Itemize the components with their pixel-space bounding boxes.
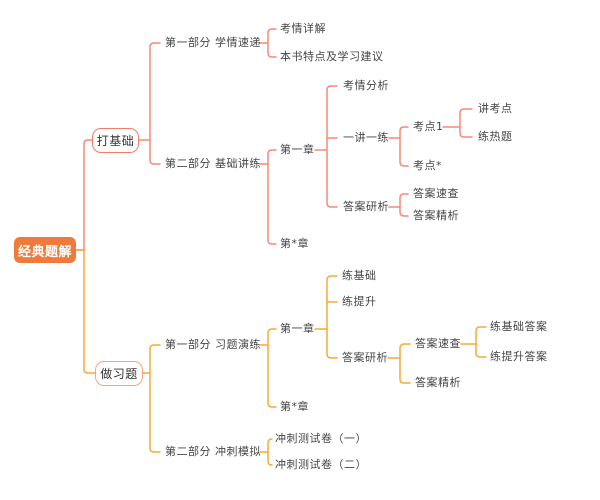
node-explain-testpoint[interactable]: 讲考点 (478, 102, 513, 115)
node-part2-basic-training[interactable]: 第二部分 基础讲练 (165, 157, 261, 170)
node-practice-basic[interactable]: 练基础 (342, 269, 377, 282)
node-testpoint-1[interactable]: 考点1 (413, 120, 444, 133)
node-exam-detail[interactable]: 考情详解 (280, 22, 326, 35)
node-lecture-practice[interactable]: 一讲一练 (343, 131, 389, 144)
node-sprint-test-2[interactable]: 冲刺测试卷（二） (275, 458, 367, 471)
node-exercises[interactable]: 做习题 (95, 361, 143, 386)
node-answer-quickcheck-top[interactable]: 答案速查 (413, 187, 459, 200)
node-part2-sprint-mock[interactable]: 第二部分 冲刺模拟 (165, 445, 261, 458)
node-answer-analysis-top[interactable]: 答案精析 (413, 209, 459, 222)
node-foundation[interactable]: 打基础 (92, 128, 139, 153)
node-practice-hot-questions[interactable]: 练热题 (478, 130, 513, 143)
node-answer-quickcheck-bottom[interactable]: 答案速查 (415, 337, 461, 350)
node-part1-learning-express[interactable]: 第一部分 学情速递 (165, 36, 261, 49)
node-answer-research-bottom[interactable]: 答案研析 (342, 351, 388, 364)
node-sprint-test-1[interactable]: 冲刺测试卷（一） (275, 432, 367, 445)
node-testpoint-star[interactable]: 考点* (413, 159, 442, 172)
node-chapter1-top[interactable]: 第一章 (280, 143, 315, 156)
node-answer-research-top[interactable]: 答案研析 (343, 200, 389, 213)
root-node[interactable]: 经典题解 (14, 237, 76, 263)
node-practice-improve[interactable]: 练提升 (342, 295, 377, 308)
node-basic-answers[interactable]: 练基础答案 (490, 320, 548, 333)
node-chapter-star-top[interactable]: 第*章 (280, 237, 309, 250)
node-chapter1-bottom[interactable]: 第一章 (280, 322, 315, 335)
node-chapter-star-bottom[interactable]: 第*章 (280, 400, 309, 413)
node-part1-exercise-drill[interactable]: 第一部分 习题演练 (165, 338, 261, 351)
node-answer-analysis-bottom[interactable]: 答案精析 (415, 376, 461, 389)
node-book-features[interactable]: 本书特点及学习建议 (280, 50, 384, 63)
node-improve-answers[interactable]: 练提升答案 (490, 350, 548, 363)
node-exam-analysis[interactable]: 考情分析 (343, 79, 389, 92)
